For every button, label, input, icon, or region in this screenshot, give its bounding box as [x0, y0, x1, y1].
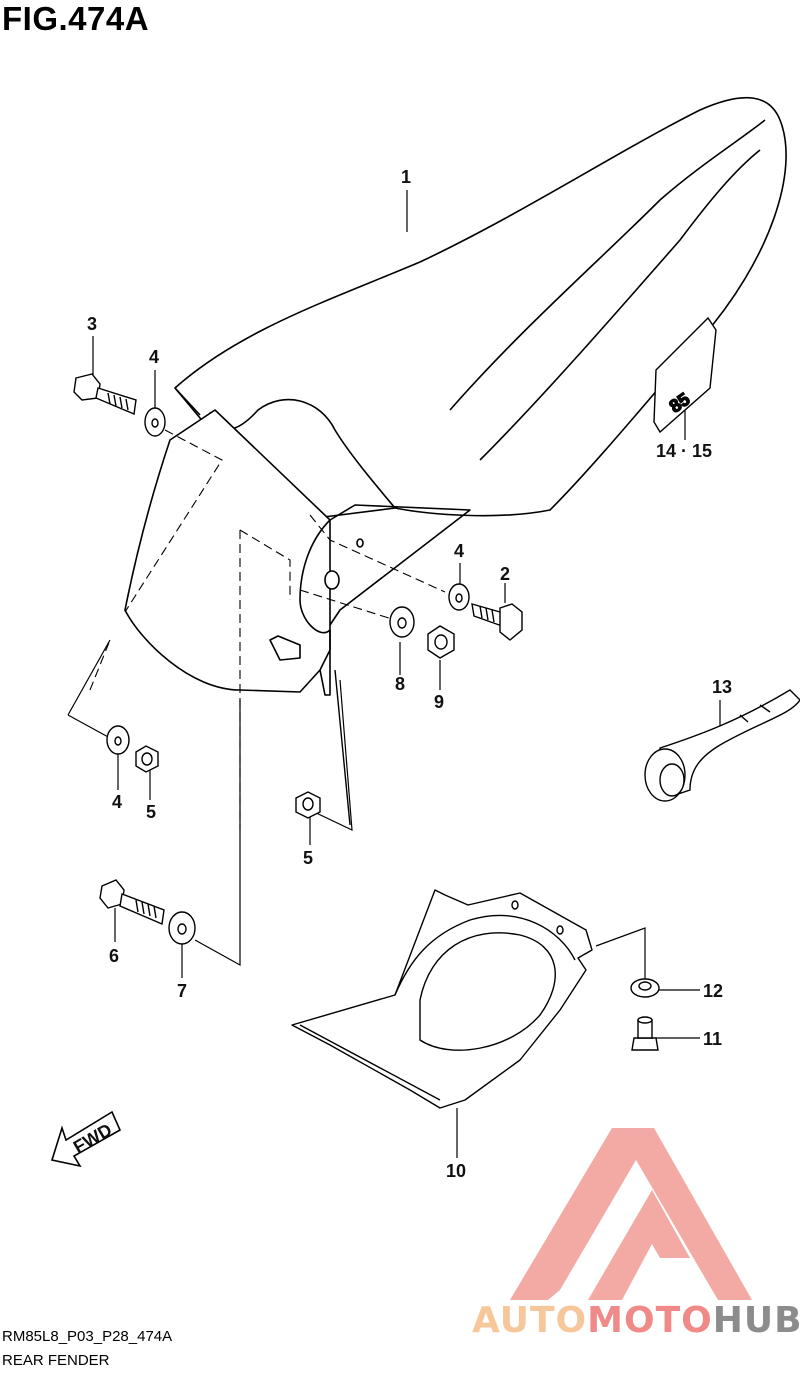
bolt-part-3 [73, 373, 137, 415]
nut-part-9 [427, 625, 455, 659]
bolt-part-2 [471, 603, 523, 641]
brand-part-1: AUTO [472, 1300, 588, 1341]
collar-part-12 [630, 978, 660, 998]
fender-lower-flap [334, 669, 351, 826]
callout-5-lower: 5 [146, 802, 156, 822]
washer-part-4-lower [106, 725, 130, 755]
washer-part-8 [389, 606, 415, 638]
fwd-arrow-icon: FWD [50, 1110, 122, 1168]
watermark-logo [510, 1128, 752, 1300]
figure-code: RM85L8_P03_P28_474A [2, 1328, 173, 1345]
figure-title: FIG.474A [2, 0, 150, 37]
guard-part-10 [291, 889, 593, 1109]
callout-14-15: 14 · 15 [656, 441, 712, 461]
bolt-part-6 [99, 879, 165, 926]
callout-5-middle: 5 [303, 848, 313, 868]
callout-4-right: 4 [454, 541, 464, 561]
nut-part-5-lower [135, 745, 159, 773]
callout-3: 3 [87, 314, 97, 334]
callout-4-lower: 4 [112, 792, 122, 812]
callout-6: 6 [109, 946, 119, 966]
rear-fender-part-1 [124, 96, 787, 696]
callout-8: 8 [395, 674, 405, 694]
brand-part-2: MOTO [587, 1300, 713, 1341]
washer-part-7 [168, 911, 196, 945]
washer-part-4-right [448, 583, 470, 611]
callout-13: 13 [712, 677, 732, 697]
callout-11: 11 [703, 1029, 722, 1049]
callout-labels: 1 2 3 4 4 4 5 5 6 7 8 9 10 11 12 13 14 ·… [87, 167, 732, 1181]
callout-12: 12 [703, 981, 723, 1001]
washer-part-4-top [144, 407, 166, 437]
callout-2: 2 [500, 564, 510, 584]
callout-4-top: 4 [149, 347, 159, 367]
watermark-brand: AUTOMOTOHUB [472, 1300, 800, 1341]
bolt-part-11 [631, 1016, 659, 1051]
dashed-assembly-lines [89, 429, 446, 830]
callout-1: 1 [401, 167, 411, 187]
strap-part-13 [644, 689, 800, 802]
callout-10: 10 [446, 1161, 466, 1181]
callout-9: 9 [434, 692, 444, 712]
brand-part-3: HUB [712, 1300, 800, 1341]
callout-7: 7 [177, 981, 187, 1001]
nut-part-5-middle [295, 791, 321, 819]
figure-caption: REAR FENDER [2, 1352, 110, 1369]
